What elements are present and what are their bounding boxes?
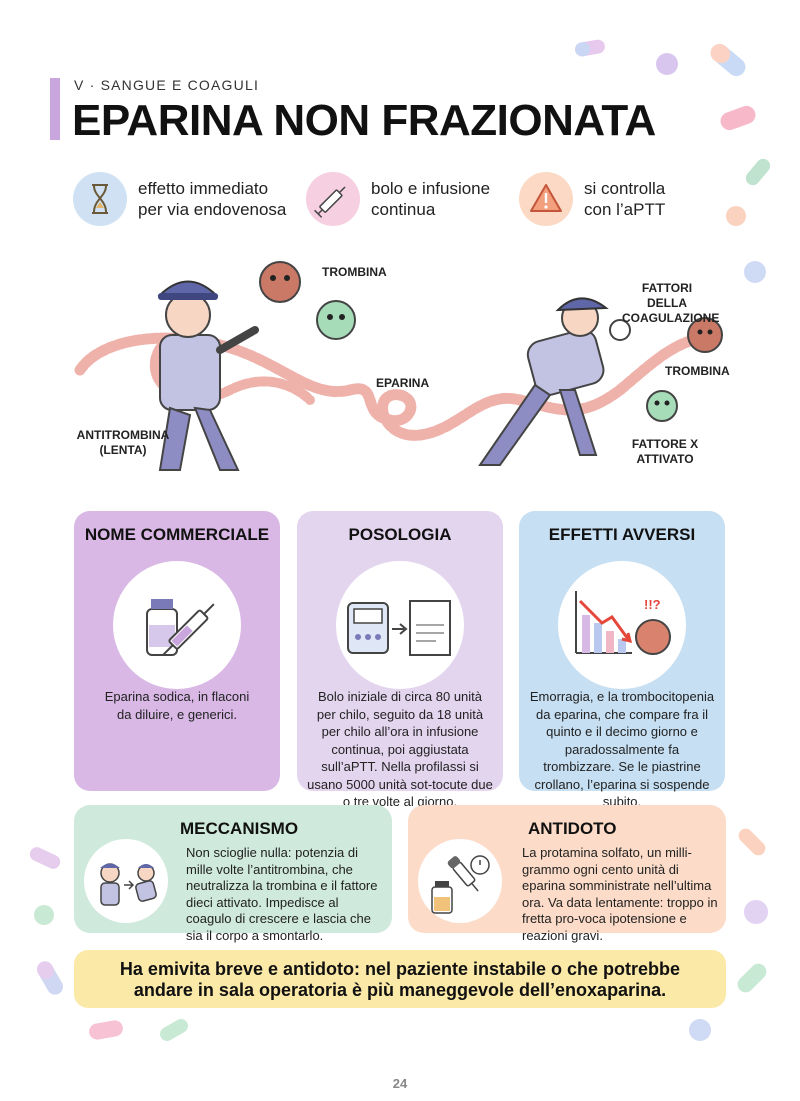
vial-syringe-icon <box>113 561 241 689</box>
pill-icon <box>575 39 605 57</box>
hourglass-icon <box>73 172 127 226</box>
feature-line: per via endovenosa <box>138 200 287 219</box>
pill-icon <box>738 828 766 856</box>
card-meccanismo: MECCANISMO Non scioglie nulla: potenzia … <box>74 805 392 943</box>
thrombin-character <box>687 317 723 353</box>
label-fattori: FATTORI DELLA <box>641 281 693 310</box>
card-antidoto: ANTIDOTO La protamina solfato, un milli-… <box>408 805 726 943</box>
pill-icon <box>89 1020 123 1040</box>
warning-icon <box>519 172 573 226</box>
tablet-icon <box>726 206 746 226</box>
officers-icon <box>84 839 168 923</box>
pill-icon <box>37 961 63 995</box>
summary-line: andare in sala operatoria è più maneggev… <box>133 980 667 1000</box>
svg-text:!!?: !!? <box>644 597 661 612</box>
factor-xa-character <box>316 300 356 340</box>
card-posologia: POSOLOGIA Bolo iniziale di circa 80 unit… <box>297 511 503 809</box>
feature-item <box>519 172 573 226</box>
label-fattore-x: ATTIVATO <box>636 452 694 466</box>
label-trombina-top: TROMBINA <box>322 265 387 279</box>
card-title: MECCANISMO <box>180 819 299 838</box>
dropper-vial-icon <box>418 839 502 923</box>
pill-icon <box>737 963 767 993</box>
heparin-officer <box>478 297 631 466</box>
card-title: ANTIDOTO <box>528 819 617 838</box>
label-antitrombina: (LENTA) <box>99 443 147 457</box>
card-effetti-avversi: EFFETTI AVVERSI !!? Emorragia, e la trom… <box>519 511 725 809</box>
card-body: Bolo iniziale di circa 80 unità per chil… <box>307 689 493 809</box>
summary-line: Ha emivita breve e antidoto: nel pazient… <box>119 959 681 979</box>
section-kicker: V · SANGUE E COAGULI <box>74 77 260 93</box>
card-title: NOME COMMERCIALE <box>84 525 270 544</box>
pill-icon <box>720 105 756 131</box>
pill-icon <box>160 1019 188 1041</box>
feature-item <box>306 172 360 226</box>
card-body: Non scioglie nulla: potenzia di mille vo… <box>186 845 378 943</box>
label-fattori: COAGULAZIONE <box>622 311 720 325</box>
feature-item <box>73 172 127 226</box>
feature-line: con l’aPTT <box>584 200 666 219</box>
page-title: EPARINA NON FRAZIONATA <box>72 96 656 145</box>
factor-xa-character <box>646 390 678 422</box>
illustration <box>74 261 723 471</box>
tablet-icon <box>34 905 54 925</box>
syringe-icon <box>306 172 360 226</box>
label-eparina: EPARINA <box>376 376 430 390</box>
card-body: La protamina solfato, un milli-grammo og… <box>522 845 718 943</box>
feature-line: effetto immediato <box>138 179 269 198</box>
card-body: Emorragia, e la trombocitopenia da epari… <box>529 689 715 809</box>
section-accent-bar <box>50 78 60 140</box>
summary-box: Ha emivita breve e antidoto: nel pazient… <box>74 950 726 1008</box>
label-trombina-right: TROMBINA <box>665 364 730 378</box>
feature-line: continua <box>371 200 436 219</box>
card-title: EFFETTI AVVERSI <box>548 525 696 544</box>
feature-line: bolo e infusione <box>371 179 491 198</box>
pill-icon <box>29 847 61 869</box>
platelet-drop-icon: !!? <box>558 561 686 689</box>
tablet-icon <box>656 53 678 75</box>
card-title: POSOLOGIA <box>348 525 452 544</box>
label-fattore-x: FATTORE X <box>631 437 699 451</box>
card-nome-commerciale: NOME COMMERCIALE Eparina sodica, in flac… <box>74 511 280 791</box>
label-antitrombina: ANTITROMBINA <box>76 428 170 442</box>
page-number: 24 <box>392 1076 408 1091</box>
tablet-icon <box>689 1019 711 1041</box>
thrombin-character <box>259 261 301 303</box>
tablet-icon <box>744 900 768 924</box>
antithrombin-officer <box>157 280 259 471</box>
pill-icon <box>745 158 771 186</box>
feature-line: si controlla <box>584 179 666 198</box>
card-body: Eparina sodica, in flaconi da diluire, e… <box>104 689 250 722</box>
tablet-icon <box>744 261 766 283</box>
pill-icon <box>710 43 746 77</box>
infusion-pump-icon <box>336 561 464 689</box>
